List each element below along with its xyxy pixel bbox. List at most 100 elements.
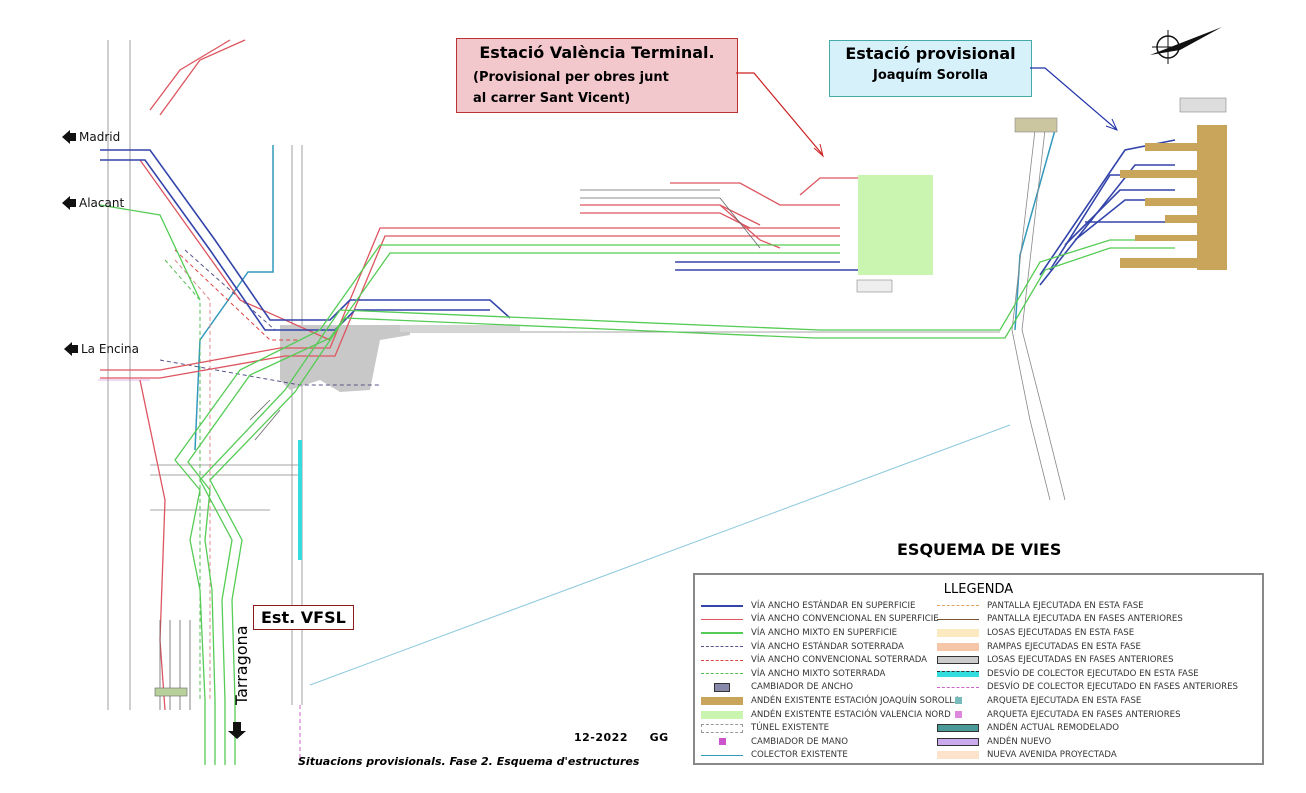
legend-label: ANDÉN NUEVO	[987, 736, 1052, 747]
legend: LLEGENDA VÍA ANCHO ESTÁNDAR EN SUPERFICI…	[693, 573, 1264, 765]
legend-label: DESVÍO DE COLECTOR EJECUTADO EN ESTA FAS…	[987, 668, 1199, 679]
legend-item: VÍA ANCHO CONVENCIONAL SOTERRADA	[701, 653, 960, 667]
arrow-down-icon	[228, 722, 246, 739]
arrow-left-icon	[62, 130, 76, 144]
legend-swatch	[701, 751, 743, 760]
legend-swatch	[937, 724, 979, 733]
legend-swatch	[937, 683, 979, 692]
callout-joaquin-sorolla: Estació provisional Joaquím Sorolla	[829, 40, 1032, 97]
legend-item: VÍA ANCHO ESTÁNDAR SOTERRADA	[701, 640, 960, 654]
legend-item: ARQUETA EJECUTADA EN ESTA FASE	[937, 694, 1238, 708]
destination-madrid: Madrid	[62, 130, 120, 144]
legend-swatch	[937, 710, 979, 719]
legend-label: CAMBIADOR DE ANCHO	[751, 682, 854, 693]
legend-swatch	[937, 737, 979, 746]
legend-swatch	[701, 628, 743, 637]
legend-item: VÍA ANCHO CONVENCIONAL EN SUPERFICIE	[701, 613, 960, 627]
legend-label: ANDÉN EXISTENTE ESTACIÓN VALENCIA NORD	[751, 709, 951, 720]
collector-lines	[194, 129, 1056, 451]
legend-label: ANDÉN EXISTENTE ESTACIÓN JOAQUÍN SOROLLA	[751, 695, 961, 706]
legend-item: TÚNEL EXISTENTE	[701, 721, 960, 735]
legend-item: LOSAS EJECUTADAS EN ESTA FASE	[937, 626, 1238, 640]
legend-column-left: VÍA ANCHO ESTÁNDAR EN SUPERFICIE VÍA ANCH…	[701, 599, 960, 762]
legend-label: DESVÍO DE COLECTOR EJECUTADO EN FASES AN…	[987, 682, 1238, 693]
legend-swatch	[701, 710, 743, 719]
legend-label: COLECTOR EXISTENTE	[751, 750, 848, 761]
road-lines	[107, 40, 1066, 710]
legend-swatch	[937, 669, 979, 678]
destination-alacant: Alacant	[62, 196, 124, 210]
mixed-tracks	[99, 204, 1175, 765]
legend-label: PANTALLA EJECUTADA EN ESTA FASE	[987, 600, 1144, 611]
legend-label: RAMPAS EJECUTADAS EN ESTA FASE	[987, 641, 1141, 652]
destination-tarragona: Tarragona	[232, 625, 251, 706]
arrow-left-icon	[62, 196, 76, 210]
callout-valencia-terminal: Estació València Terminal. (Provisional …	[456, 38, 738, 113]
legend-swatch	[937, 628, 979, 637]
conventional-tracks	[100, 39, 920, 711]
legend-label: VÍA ANCHO ESTÁNDAR SOTERRADA	[751, 641, 904, 652]
legend-item: ANDÉN EXISTENTE ESTACIÓN JOAQUÍN SOROLLA	[701, 694, 960, 708]
legend-label: PANTALLA EJECUTADA EN FASES ANTERIORES	[987, 614, 1183, 625]
arrow-left-icon	[64, 342, 78, 356]
legend-column-right: PANTALLA EJECUTADA EN ESTA FASE PANTALLA …	[937, 599, 1238, 762]
legend-item: ANDÉN NUEVO	[937, 735, 1238, 749]
joaquin-sorolla-platforms	[1120, 125, 1227, 270]
legend-item: CAMBIADOR DE ANCHO	[701, 681, 960, 695]
legend-swatch	[701, 656, 743, 665]
station-label-vfsl: Est. VFSL	[253, 605, 354, 630]
legend-item: LOSAS EJECUTADAS EN FASES ANTERIORES	[937, 653, 1238, 667]
diagram-title: ESQUEMA DE VIES	[897, 540, 1062, 559]
legend-swatch	[937, 615, 979, 624]
legend-swatch	[937, 696, 979, 705]
collector-long-line	[309, 424, 1011, 686]
legend-label: VÍA ANCHO MIXTO SOTERRADA	[751, 668, 886, 679]
legend-label: ANDÉN ACTUAL REMODELADO	[987, 723, 1120, 734]
legend-swatch	[701, 682, 743, 692]
legend-item: DESVÍO DE COLECTOR EJECUTADO EN ESTA FAS…	[937, 667, 1238, 681]
footer-caption: Situacions provisionals. Fase 2. Esquema…	[298, 755, 640, 768]
destination-la-encina: La Encina	[64, 342, 139, 356]
legend-swatch	[701, 642, 743, 651]
legend-item: NUEVA AVENIDA PROYECTADA	[937, 749, 1238, 763]
legend-swatch	[701, 723, 743, 733]
legend-item: PANTALLA EJECUTADA EN FASES ANTERIORES	[937, 613, 1238, 627]
legend-swatch	[937, 642, 979, 651]
legend-label: VÍA ANCHO MIXTO EN SUPERFICIE	[751, 627, 898, 638]
legend-item: COLECTOR EXISTENTE	[701, 749, 960, 763]
legend-label: VÍA ANCHO ESTÁNDAR EN SUPERFICIE	[751, 600, 916, 611]
legend-item: ARQUETA EJECUTADA EN FASES ANTERIORES	[937, 708, 1238, 722]
legend-swatch	[701, 696, 743, 705]
legend-swatch	[701, 669, 743, 678]
legend-label: LOSAS EJECUTADAS EN FASES ANTERIORES	[987, 655, 1174, 666]
legend-item: VÍA ANCHO ESTÁNDAR EN SUPERFICIE	[701, 599, 960, 613]
legend-item: ANDÉN EXISTENTE ESTACIÓN VALENCIA NORD	[701, 708, 960, 722]
legend-item: VÍA ANCHO MIXTO EN SUPERFICIE	[701, 626, 960, 640]
footer-date: 12-2022 GG	[574, 731, 669, 744]
north-arrow-icon	[1150, 27, 1222, 64]
legend-swatch	[701, 615, 743, 624]
legend-label: CAMBIADOR DE MANO	[751, 736, 848, 747]
legend-item: RAMPAS EJECUTADAS EN ESTA FASE	[937, 640, 1238, 654]
legend-item: ANDÉN ACTUAL REMODELADO	[937, 721, 1238, 735]
legend-item: PANTALLA EJECUTADA EN ESTA FASE	[937, 599, 1238, 613]
legend-item: DESVÍO DE COLECTOR EJECUTADO EN FASES AN…	[937, 681, 1238, 695]
legend-swatch	[701, 601, 743, 610]
legend-label: ARQUETA EJECUTADA EN ESTA FASE	[987, 695, 1142, 706]
legend-label: LOSAS EJECUTADAS EN ESTA FASE	[987, 627, 1135, 638]
legend-swatch	[937, 656, 979, 665]
legend-swatch	[937, 601, 979, 610]
standard-tracks	[100, 139, 1176, 331]
legend-item: CAMBIADOR DE MANO	[701, 735, 960, 749]
legend-label: ARQUETA EJECUTADA EN FASES ANTERIORES	[987, 709, 1181, 720]
slab-area	[280, 325, 410, 392]
valencia-nord-platform	[858, 175, 933, 275]
legend-swatch	[701, 737, 743, 746]
legend-label: VÍA ANCHO CONVENCIONAL EN SUPERFICIE	[751, 614, 939, 625]
legend-label: NUEVA AVENIDA PROYECTADA	[987, 750, 1117, 761]
legend-item: VÍA ANCHO MIXTO SOTERRADA	[701, 667, 960, 681]
callout-pointer-arrow	[736, 72, 824, 158]
legend-label: TÚNEL EXISTENTE	[751, 723, 830, 734]
legend-heading: LLEGENDA	[943, 582, 1014, 597]
